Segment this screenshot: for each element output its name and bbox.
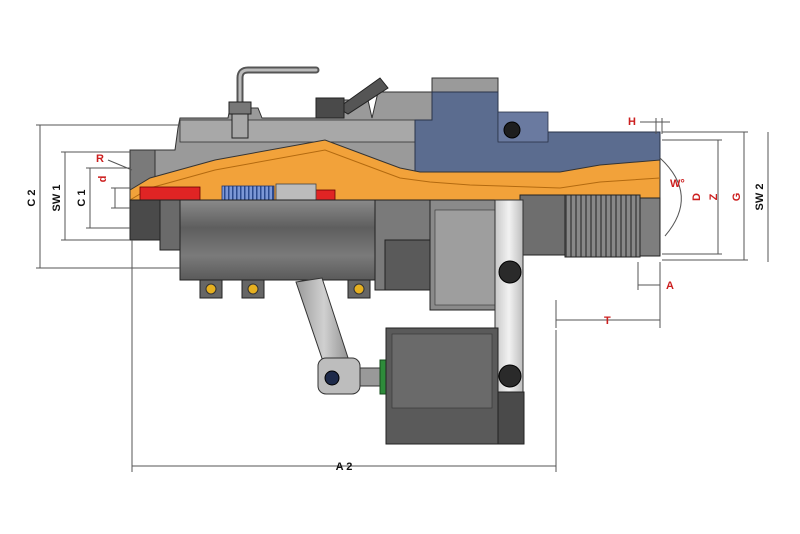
pivot-bolt-icon bbox=[324, 370, 340, 386]
label-a2: A 2 bbox=[336, 461, 353, 473]
threaded-nose bbox=[519, 194, 661, 258]
label-d-big: D bbox=[691, 193, 703, 201]
dimension-lines bbox=[36, 118, 769, 472]
label-t: T bbox=[604, 315, 611, 327]
label-h: H bbox=[628, 116, 636, 128]
screw-icon bbox=[247, 283, 259, 295]
lower-cylinder bbox=[129, 199, 503, 311]
drive-block bbox=[385, 327, 525, 445]
coil-spring-icon bbox=[221, 185, 275, 201]
coolant-fitting-icon bbox=[228, 66, 320, 139]
label-r: R bbox=[96, 153, 104, 165]
label-c1: C 1 bbox=[76, 189, 88, 206]
label-a: A bbox=[666, 280, 674, 292]
support-bar bbox=[494, 199, 524, 396]
bar-bolt-icon bbox=[498, 260, 522, 284]
label-g: G bbox=[731, 193, 743, 202]
label-z: Z bbox=[708, 193, 720, 200]
screw-icon bbox=[353, 283, 365, 295]
screw-icon bbox=[205, 283, 217, 295]
label-d-small: d bbox=[97, 176, 109, 183]
label-w: W° bbox=[670, 178, 685, 190]
label-sw1: SW 1 bbox=[51, 185, 63, 212]
label-c2: C 2 bbox=[26, 189, 38, 206]
spindle-bolt-icon bbox=[503, 121, 521, 139]
label-sw2: SW 2 bbox=[754, 184, 766, 211]
clamp-lever-icon bbox=[315, 77, 389, 119]
bar-bolt-icon bbox=[498, 364, 522, 388]
square-screws bbox=[199, 279, 371, 299]
link-arm bbox=[295, 277, 387, 395]
